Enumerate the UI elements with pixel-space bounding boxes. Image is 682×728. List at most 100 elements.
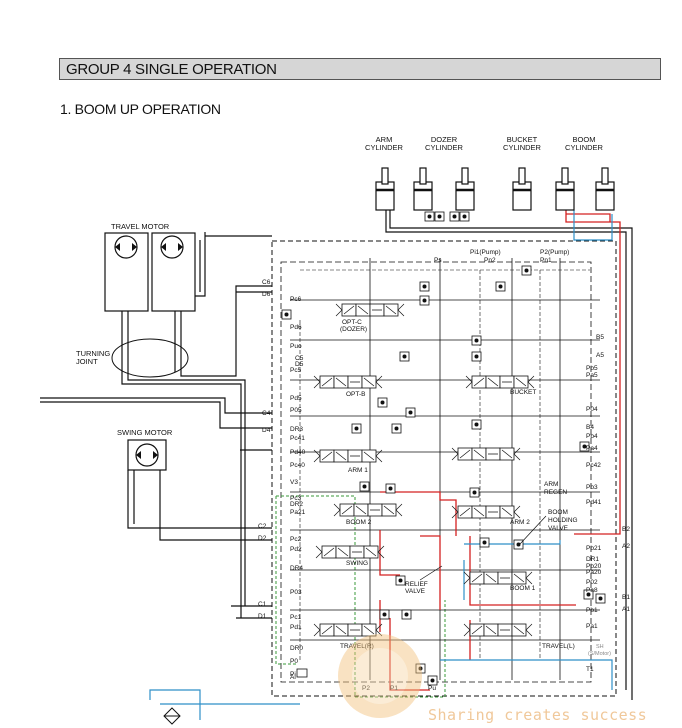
port-b4: B4 [586,424,594,431]
component-labels: TRAVEL MOTOR TURNING JOINT SWING MOTOR B… [76,222,578,595]
right-port-labels: B5A5Pb5Pa5P04B4Pb4Pa4Pc42Pb3Pd41B2A2Pb21… [586,334,630,673]
port-p2: P2(Pump) [540,249,569,256]
port-dr4: DR4 [290,565,303,572]
port-d2: D2 [258,535,267,542]
port-pb1: Pb1 [586,607,598,614]
arm-regen-label-2: REGEN [544,489,567,496]
port-c6: C6 [262,279,271,286]
port-ai: Ai [290,674,296,681]
boom1-label: BOOM 1 [510,585,536,592]
spool-arm2 [451,505,521,519]
main-control-valve-boundary [271,240,617,697]
port-b1: B1 [622,594,630,601]
port-pc2: Pc2 [290,536,302,543]
port-b2: B2 [622,526,630,533]
bucket-cylinder [511,166,533,212]
port-pc42: Pc42 [586,462,601,469]
dozer-lock-valves [424,211,470,222]
port-p1-bottom: P1 [390,685,398,692]
port-pb3: Pb3 [586,484,598,491]
left-port-labels: C6D6Pc6Pd6PuoC5D5Pc5Pd5P05C4DR3D4Pc41Pd4… [258,279,306,681]
port-pa5: Pa5 [586,372,598,379]
pump-symbol [163,707,181,725]
pressure-lines-red [379,210,621,691]
relief-valve-label-2: VALVE [405,588,426,595]
leader-lines [419,515,547,581]
boom-cylinder-label-1: BOOM [573,135,596,144]
section-title: 1. BOOM UP OPERATION [60,101,221,117]
port-p04: P04 [586,406,598,413]
ps-sensor [296,668,308,678]
sh-label: SH [596,644,604,650]
turning-joint [111,338,189,378]
port-a1: A1 [622,606,630,613]
dozer-cylinder-1 [412,166,434,212]
boom2-label: BOOM 2 [346,519,372,526]
port-pi: Pi [290,671,296,678]
cylinder-labels: ARM CYLINDER DOZER CYLINDER BUCKET CYLIN… [365,135,604,152]
spool-boom2 [333,503,403,517]
port-b5: B5 [596,334,604,341]
arm-cylinder-label-1: ARM [376,135,393,144]
spool-opt-c [335,303,405,317]
return-lines [40,210,633,700]
spool-arm-regen [451,447,521,461]
port-c1: C1 [258,601,267,608]
port-pu-bottom: Pu [428,685,436,692]
port-pb4: Pb4 [586,433,598,440]
port-pb5: Pb5 [586,365,598,372]
arm-cylinder-label-2: CYLINDER [365,143,404,152]
spool-bucket [465,375,535,389]
travel-r-label: TRAVEL(R) [340,643,374,650]
spool-travel-l [463,623,533,637]
turning-joint-label-2: JOINT [76,357,98,366]
bucket-cylinder-label-1: BUCKET [507,135,538,144]
swing-motor [127,439,167,471]
port-pc5: Pc5 [290,367,302,374]
port-c5: C5 [295,355,304,362]
port-pb20: Pb20 [586,563,602,570]
port-ps: Ps [434,257,442,264]
port-pa20: Pa20 [586,569,602,576]
port-dr1: DR1 [586,556,599,563]
travel-motor-label: TRAVEL MOTOR [111,222,170,231]
spool-arm1 [313,449,383,463]
port-pa21: Pa21 [290,509,306,516]
spool-opt-b [313,375,383,389]
relief-valve-label-1: RELIEF [405,581,428,588]
boom-holding-label-2: HOLDING [548,517,578,524]
boom-holding-label-1: BOOM [548,509,568,516]
port-pc40: Pc40 [290,462,305,469]
opt-c-label-2: (DOZER) [340,326,367,333]
port-pc6: Pc6 [290,296,302,303]
port-c4: C4 [262,410,271,417]
travel-motor-right [151,232,196,312]
port-p0: P0 [290,658,298,665]
port-pd1: Pd1 [290,624,302,631]
spool-boom1 [463,571,533,585]
swing-label: SWING [346,560,368,567]
port-pc41: Pc41 [290,435,305,442]
dozer-cylinder-2 [454,166,476,212]
port-v3: V3 [290,479,298,486]
bucket-spool-label: BUCKET [510,389,536,396]
port-d6: D6 [262,291,271,298]
port-p03: P03 [290,589,302,596]
port-d4: D4 [262,427,271,434]
dozer-cylinder-label-2: CYLINDER [425,143,464,152]
port-a5: A5 [596,352,604,359]
port-pa4: Pa4 [586,445,598,452]
spool-travel-r [313,623,383,637]
port-p2-bottom: P2 [362,685,370,692]
port-pd2: Pd2 [290,546,302,553]
port-pd6: Pd6 [290,324,302,331]
check-valves [281,265,606,686]
port-pd5: Pd5 [290,395,302,402]
watermark-text: Sharing creates success [428,706,648,724]
swing-motor-label: SWING MOTOR [117,428,173,437]
boom-cylinder-label-2: CYLINDER [565,143,604,152]
port-pc3: Pc3 [290,495,302,502]
turning-joint-label-1: TURNING [76,349,110,358]
top-port-labels: Ps Pi1(Pump) Pn2 P2(Pump) Pn1 [434,249,569,264]
port-pa8: Pa8 [586,587,598,594]
